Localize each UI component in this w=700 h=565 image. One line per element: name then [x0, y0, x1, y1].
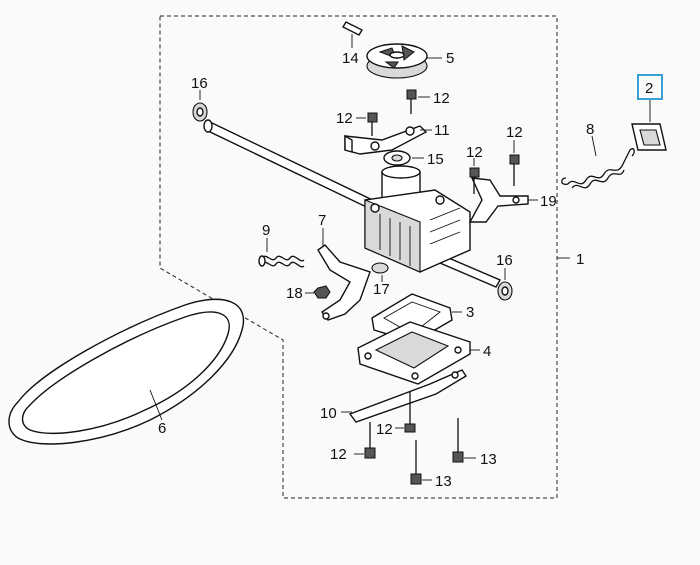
bearing: [497, 281, 513, 301]
callout-12-f: 12: [330, 446, 347, 463]
highlight-box: [637, 74, 663, 100]
callout-4: 4: [483, 343, 491, 360]
collar: [371, 262, 389, 274]
bearing: [192, 102, 208, 122]
drive-belt: [8, 298, 245, 445]
callout-17: 17: [373, 281, 390, 298]
bushing: [631, 123, 667, 151]
callout-16-a: 16: [191, 75, 208, 92]
leader-6: [149, 389, 163, 421]
pin: [342, 21, 363, 36]
callout-13-b: 13: [435, 473, 452, 490]
callout-15: 15: [427, 151, 444, 168]
callout-12-e: 12: [376, 421, 393, 438]
callout-6: 6: [158, 420, 166, 437]
callout-12-d: 12: [506, 124, 523, 141]
callout-14: 14: [342, 50, 359, 67]
callout-5: 5: [446, 50, 454, 67]
lever-plate: [348, 369, 467, 423]
callout-2: 2: [645, 80, 653, 97]
callout-18: 18: [286, 285, 303, 302]
spring: [258, 255, 305, 268]
arm-bracket: [468, 177, 529, 223]
bolt: [404, 392, 416, 433]
bolt: [406, 89, 417, 114]
washer: [383, 150, 411, 166]
callout-11: 11: [434, 122, 450, 139]
transmission-cover: [357, 321, 471, 385]
callout-12-b: 12: [433, 90, 450, 107]
callout-16-b: 16: [496, 252, 513, 269]
transmission-housing: [364, 165, 471, 273]
bolt: [452, 418, 464, 463]
callout-9: 9: [262, 222, 270, 239]
callout-8: 8: [586, 121, 594, 138]
bracket: [344, 125, 428, 155]
bolt: [469, 167, 480, 194]
shift-arm: [317, 244, 371, 321]
callout-12-a: 12: [336, 110, 353, 127]
callout-12-c: 12: [466, 144, 483, 161]
callout-7: 7: [318, 212, 326, 229]
callout-3: 3: [466, 304, 474, 321]
leader-8: [591, 135, 597, 157]
bolt: [410, 440, 422, 485]
callout-10: 10: [320, 405, 337, 422]
nut: [313, 285, 331, 299]
tension-spring: [561, 148, 635, 189]
bolt: [364, 422, 376, 459]
callout-19: 19: [540, 193, 557, 210]
bolt: [367, 112, 378, 136]
pulley: [366, 43, 428, 79]
callout-13-a: 13: [480, 451, 497, 468]
bolt: [509, 154, 520, 186]
callout-1: 1: [576, 251, 584, 268]
